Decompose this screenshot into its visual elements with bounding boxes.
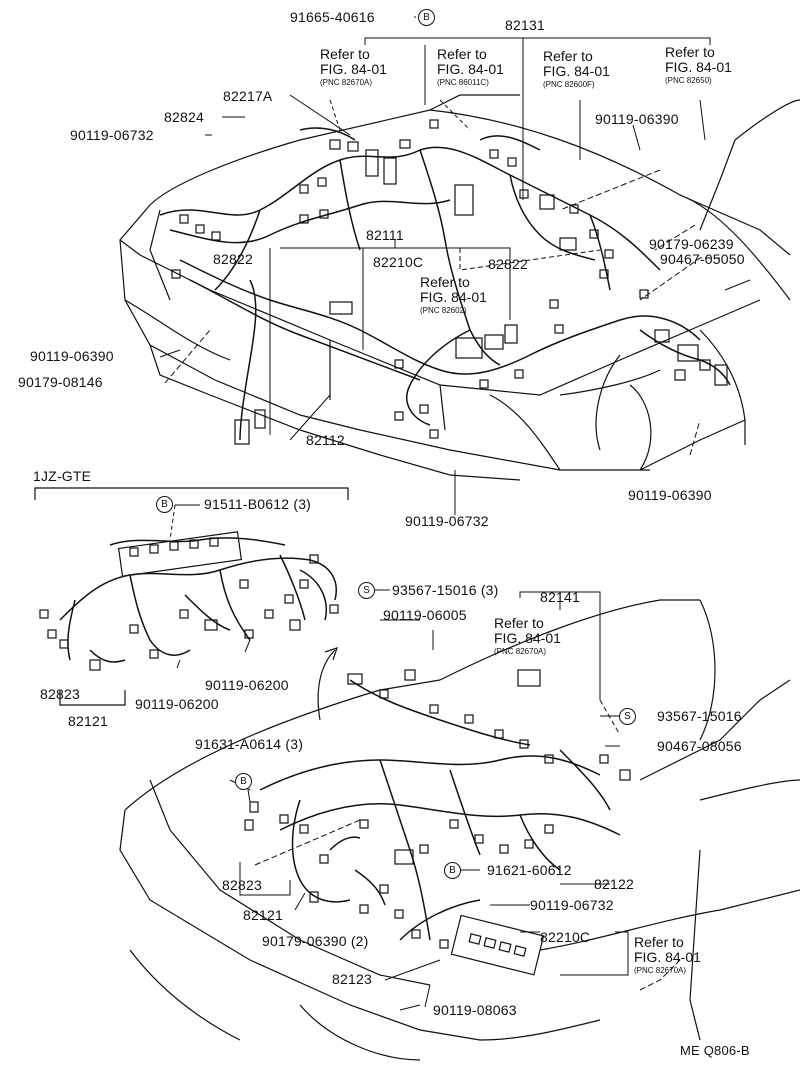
bottom-leaders [229, 589, 681, 1011]
part-label: 93567-15016 [657, 708, 742, 724]
part-label: 90119-06390 [628, 487, 712, 503]
part-label: 82824 [164, 109, 204, 125]
part-label: 90119-06390 [30, 348, 114, 364]
part-label: 82822 [213, 251, 253, 267]
bottom-vehicle-outline [119, 599, 800, 1061]
bottom-wiring-harness [259, 679, 621, 941]
badge-b: B [418, 9, 435, 26]
part-label: 82823 [40, 686, 80, 702]
part-label: 82823 [222, 877, 262, 893]
part-label: 82123 [332, 971, 372, 987]
part-label: 82141 [540, 589, 580, 605]
badge-b: B [235, 773, 252, 790]
part-label: 82210C [540, 929, 591, 945]
badge-s: S [358, 582, 375, 599]
part-label: 90119-08063 [433, 1002, 517, 1018]
part-label: 82112 [306, 432, 345, 448]
part-label: 82822 [488, 256, 528, 272]
badge-s: S [619, 708, 636, 725]
bottom-connectors [244, 669, 631, 976]
engine-connectors [39, 531, 339, 721]
engine-harness-bracket [34, 487, 349, 706]
part-label: 90119-06005 [383, 607, 467, 623]
part-label: 82210C [373, 254, 424, 270]
engine-label: 1JZ-GTE [33, 468, 92, 484]
top-vehicle-outline [119, 94, 800, 481]
part-label: 91665-40616 [290, 9, 375, 25]
engine-leaders [169, 504, 251, 669]
part-label: 90119-06200 [205, 677, 289, 693]
part-label: 82131 [505, 17, 545, 33]
part-label: 90179-08146 [18, 374, 103, 390]
part-label: 90467-05050 [660, 251, 745, 267]
part-label: 82121 [68, 713, 108, 729]
part-label: 82121 [243, 907, 283, 923]
top-leaders [159, 16, 751, 515]
part-label: 90179-06390 (2) [262, 933, 369, 949]
diagram-code: ME Q806-B [680, 1043, 750, 1058]
part-label: 90119-06732 [530, 897, 614, 913]
engine-harness [59, 537, 337, 663]
part-label: 90179-06239 [649, 236, 734, 252]
part-label: 90119-06732 [70, 127, 154, 143]
part-label: 90119-06732 [405, 513, 489, 529]
part-label: 82217A [223, 88, 273, 104]
part-label: 90119-06200 [135, 696, 219, 712]
part-label: 91511-B0612 (3) [204, 496, 312, 512]
part-label: 82111 [366, 227, 404, 243]
part-label: 91631-A0614 (3) [195, 736, 304, 752]
part-label: 91621-60612 [487, 862, 572, 878]
badge-b: B [444, 862, 461, 879]
badge-b: B [156, 496, 173, 513]
part-label: 93567-15016 (3) [392, 582, 499, 598]
part-label: 90119-06390 [595, 111, 679, 127]
part-label: 90467-08056 [657, 738, 742, 754]
part-label: 82122 [594, 876, 634, 892]
top-connectors [171, 119, 728, 445]
